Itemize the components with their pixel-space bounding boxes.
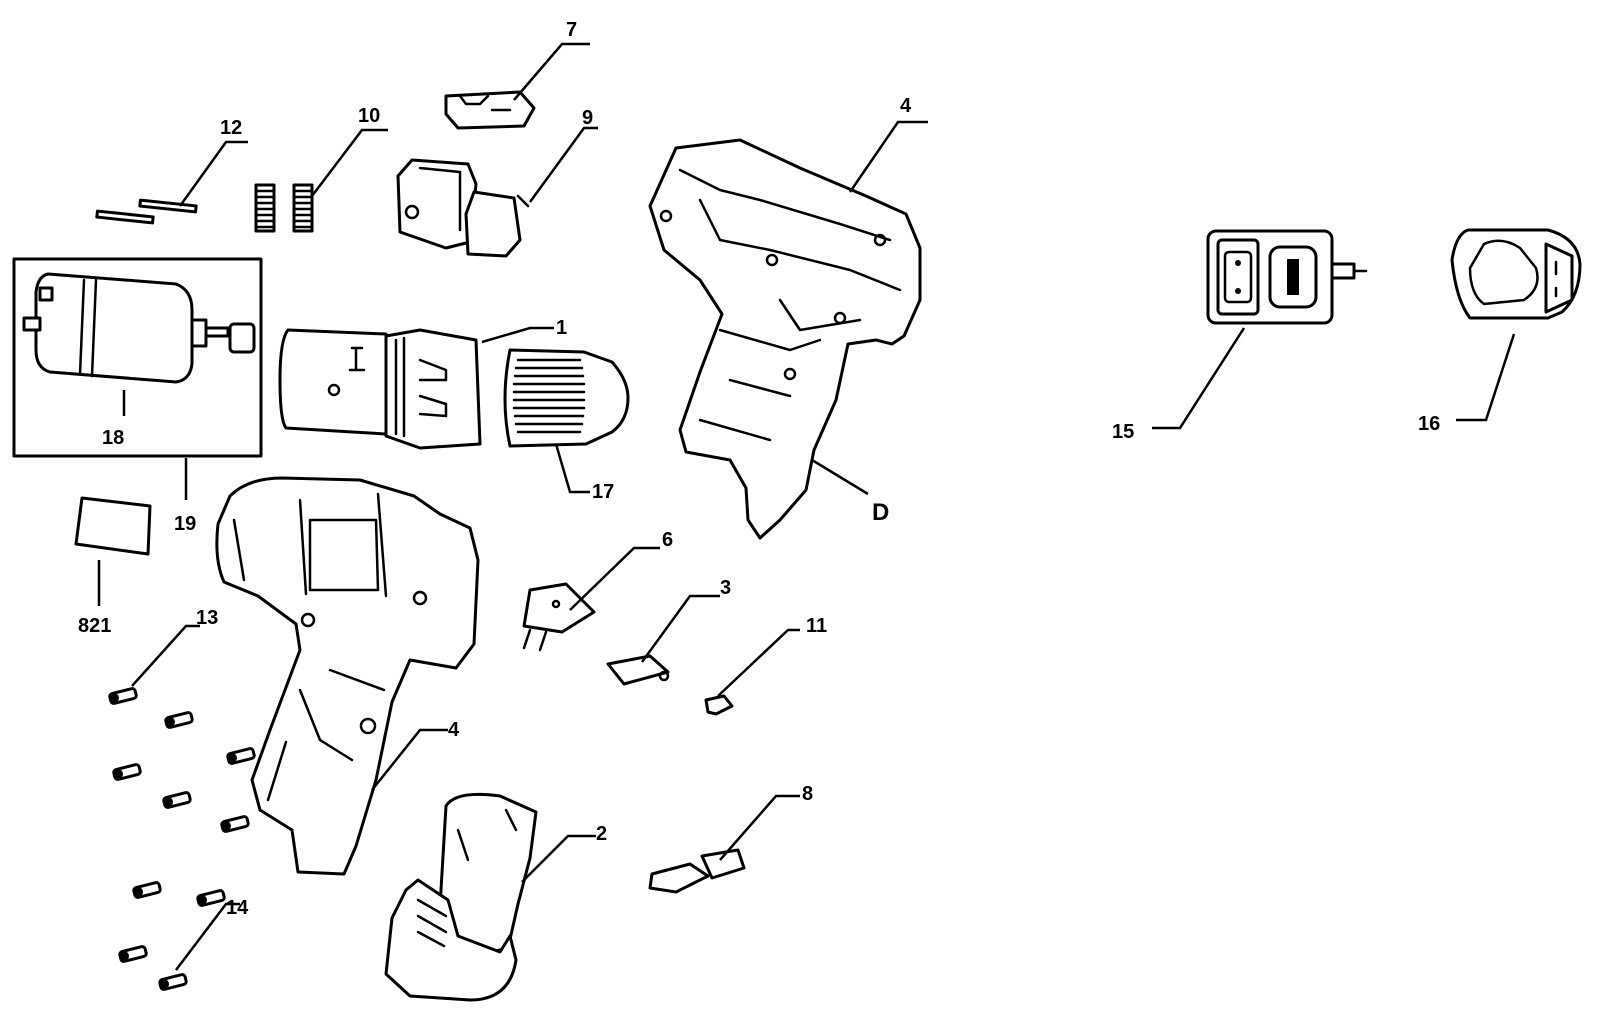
part-19-motor-assembly xyxy=(12,257,263,458)
part-15-charger xyxy=(1206,229,1368,325)
callout-17: 17 xyxy=(592,481,614,503)
part-6-board xyxy=(522,582,596,652)
callout-12: 12 xyxy=(220,117,242,139)
part-17-chuck xyxy=(503,348,630,448)
part-10-springs xyxy=(254,183,314,233)
callout-D: D xyxy=(872,499,889,526)
part-7-switch-cover xyxy=(444,90,536,130)
part-2-battery xyxy=(384,792,538,1002)
callout-11: 11 xyxy=(806,615,827,637)
callout-2: 2 xyxy=(596,823,607,845)
screw xyxy=(162,791,192,809)
callout-18: 18 xyxy=(102,427,124,449)
callout-4-bottom: 4 xyxy=(448,719,460,741)
part-11-clip xyxy=(704,694,734,716)
part-4-housing-left xyxy=(215,476,480,876)
part-821-label xyxy=(74,496,152,556)
callout-3: 3 xyxy=(720,577,731,599)
callout-16: 16 xyxy=(1418,413,1440,435)
callout-9: 9 xyxy=(582,107,593,129)
callout-7: 7 xyxy=(566,19,577,41)
callout-13: 13 xyxy=(196,607,218,629)
part-3-plate xyxy=(606,654,670,686)
callout-15: 15 xyxy=(1112,421,1134,443)
screw xyxy=(196,889,226,907)
part-18-motor xyxy=(22,272,256,384)
part-1-gearbox xyxy=(278,328,482,450)
callout-6: 6 xyxy=(662,529,673,551)
screw xyxy=(132,881,162,899)
screw xyxy=(112,763,142,781)
callout-1: 1 xyxy=(556,317,567,339)
screw xyxy=(220,815,250,833)
callout-8: 8 xyxy=(802,783,813,805)
callout-19: 19 xyxy=(174,513,196,535)
part-16-holder xyxy=(1450,228,1582,320)
callout-labels: 7 9 10 12 1 18 19 17 4 D 821 13 14 4 6 3… xyxy=(78,19,1440,919)
part-4-housing-right xyxy=(648,138,922,540)
part-9-switch xyxy=(396,158,530,258)
screw xyxy=(118,945,148,963)
part-12-pins xyxy=(95,198,198,225)
screws-13-14 xyxy=(108,687,256,991)
screw xyxy=(108,687,138,705)
screw xyxy=(158,973,188,991)
screw xyxy=(164,711,194,729)
callout-821: 821 xyxy=(78,615,111,637)
callout-14: 14 xyxy=(226,897,249,919)
callout-4-top: 4 xyxy=(900,95,912,117)
callout-10: 10 xyxy=(358,105,380,127)
part-8-lock xyxy=(648,848,746,894)
screw xyxy=(226,747,256,765)
leader-lines xyxy=(97,42,1516,971)
